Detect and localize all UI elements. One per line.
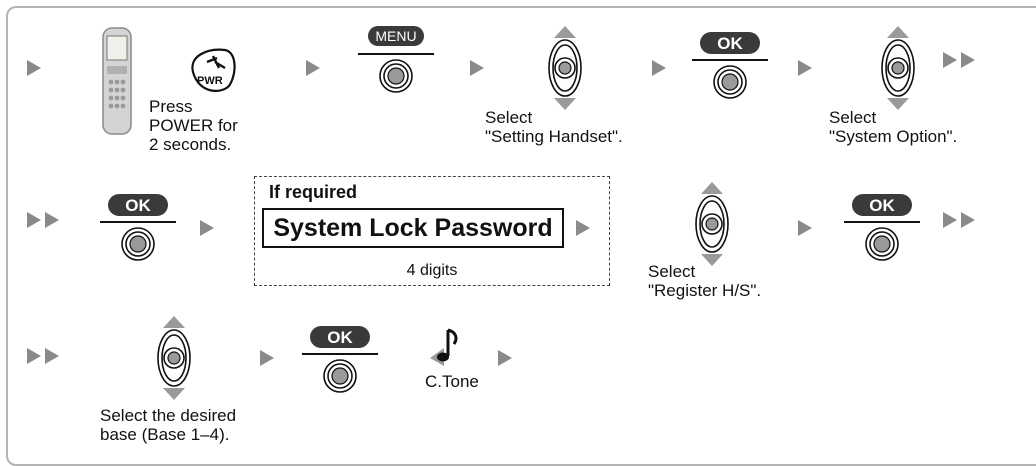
svg-text:OK: OK	[717, 34, 743, 53]
navigator-key-icon[interactable]	[543, 24, 587, 112]
double-arrow-right-icon	[27, 212, 59, 228]
arrow-right-icon	[27, 60, 41, 76]
svg-text:OK: OK	[327, 328, 353, 347]
arrow-right-icon	[498, 350, 512, 366]
ok-button-icon[interactable]: OK	[842, 192, 922, 264]
power-button-icon: PWR	[191, 48, 236, 92]
select-register-text: Select "Register H/S".	[648, 262, 762, 300]
svg-text:MENU: MENU	[375, 28, 416, 44]
ok-button-icon[interactable]: OK	[690, 30, 770, 102]
ok-button-icon[interactable]: OK	[98, 192, 178, 264]
arrow-right-icon	[576, 220, 590, 236]
press-power-text: Press POWER for 2 seconds.	[149, 97, 238, 154]
svg-text:OK: OK	[125, 196, 151, 215]
arrow-right-icon	[798, 60, 812, 76]
select-system-option-text: Select "System Option".	[829, 108, 958, 146]
arrow-right-icon	[200, 220, 214, 236]
digits-hint: 4 digits	[406, 262, 458, 279]
system-lock-password-field[interactable]: System Lock Password	[262, 208, 564, 248]
menu-button-icon[interactable]: MENU	[356, 24, 436, 102]
handset-icon	[102, 27, 132, 135]
arrow-right-icon	[470, 60, 484, 76]
svg-text:OK: OK	[869, 196, 895, 215]
ok-button-icon[interactable]: OK	[300, 324, 380, 396]
navigator-key-icon[interactable]	[876, 24, 920, 112]
arrow-right-icon	[306, 60, 320, 76]
if-required-label: If required	[269, 182, 358, 202]
navigator-key-icon[interactable]	[152, 314, 196, 402]
navigator-key-icon[interactable]	[690, 180, 734, 268]
confirmation-tone-icon	[430, 328, 458, 366]
select-base-text: Select the desired base (Base 1–4).	[100, 406, 237, 444]
c-tone-text: C.Tone	[425, 372, 479, 391]
arrow-right-icon	[260, 350, 274, 366]
arrow-right-icon	[652, 60, 666, 76]
select-setting-handset-text: Select "Setting Handset".	[485, 108, 623, 146]
arrow-right-icon	[798, 220, 812, 236]
svg-text:PWR: PWR	[197, 75, 223, 87]
optional-step-box	[254, 176, 610, 286]
double-arrow-right-icon	[943, 52, 975, 68]
double-arrow-right-icon	[943, 212, 975, 228]
double-arrow-right-icon	[27, 348, 59, 364]
